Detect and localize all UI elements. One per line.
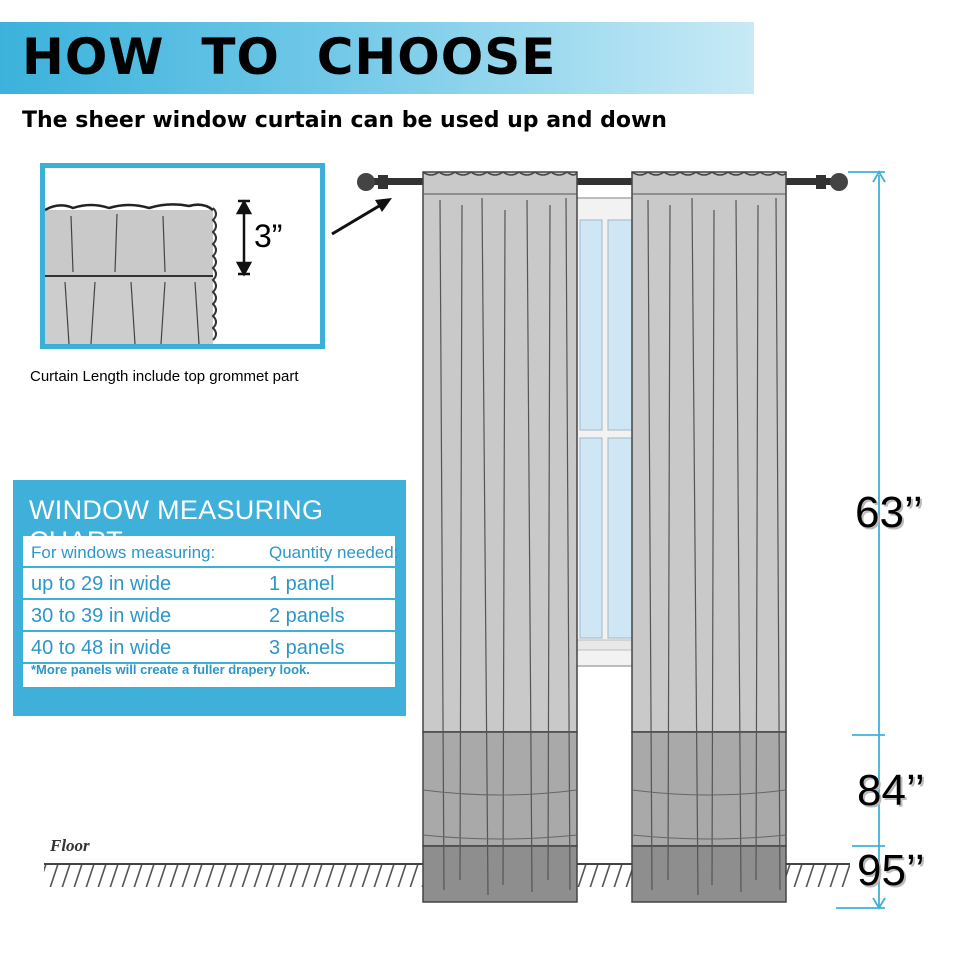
chart-width-cell: 40 to 48 in wide <box>31 637 172 659</box>
chart-note: *More panels will create a fuller draper… <box>31 662 310 677</box>
subtitle: The sheer window curtain can be used up … <box>22 108 667 133</box>
chart-table: For windows measuring: Quantity needed: … <box>23 536 399 687</box>
chart-row: 40 to 48 in wide 3 panels <box>23 632 395 664</box>
chart-width-cell: 30 to 39 in wide <box>31 605 172 627</box>
chart-row: up to 29 in wide 1 panel <box>23 568 395 600</box>
chart-quantity-cell: 3 panels <box>269 637 345 659</box>
detail-arrow-icon <box>331 198 392 236</box>
chart-header-row: For windows measuring: Quantity needed: <box>23 536 399 568</box>
window-measuring-chart: WINDOW MEASURING CHART For windows measu… <box>13 480 406 716</box>
page-title: HOW TO CHOOSE <box>22 28 557 86</box>
header-banner <box>0 22 754 94</box>
floor-label: Floor <box>50 836 90 855</box>
measurement-63: 63’’ <box>855 488 923 537</box>
chart-header-left: For windows measuring: <box>31 543 216 562</box>
chart-width-cell: up to 29 in wide <box>31 573 172 595</box>
right-curtain-panel <box>631 171 787 903</box>
rod-pocket-drawing <box>45 199 253 344</box>
pocket-dimension-label: 3” <box>254 218 283 254</box>
measurement-84: 84’’ <box>857 766 925 815</box>
measurement-95: 95’’ <box>857 846 925 895</box>
rod-pocket-detail-inset <box>40 163 325 349</box>
measurement-guides <box>836 170 886 910</box>
chart-quantity-cell: 2 panels <box>269 605 345 627</box>
left-curtain-panel <box>422 171 578 903</box>
chart-row: 30 to 39 in wide 2 panels <box>23 600 395 632</box>
chart-header-right: Quantity needed: <box>269 543 399 562</box>
inset-caption: Curtain Length include top grommet part <box>30 368 299 385</box>
chart-quantity-cell: 1 panel <box>269 573 335 595</box>
window <box>565 197 645 667</box>
